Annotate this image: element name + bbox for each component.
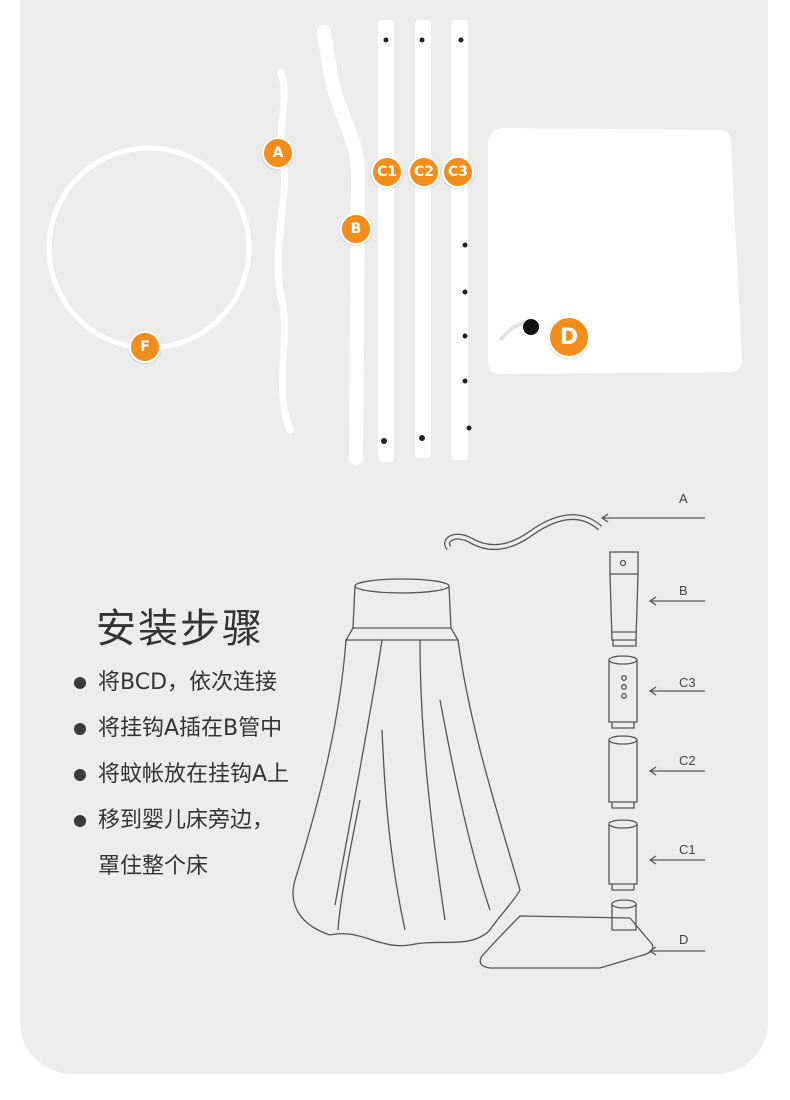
instruction-steps: 将BCD，依次连接 将挂钩A插在B管中 将蚊帐放在挂钩A上 移到婴儿床旁边， 罩…	[74, 660, 289, 890]
pole-part-c3	[451, 20, 472, 460]
badge-c2: C2	[408, 156, 440, 188]
instructions-title: 安装步骤	[96, 606, 264, 652]
pole-part-c2	[415, 20, 431, 458]
bullet-icon	[74, 723, 86, 735]
bullet-icon	[74, 815, 86, 827]
step-item: 将BCD，依次连接	[74, 660, 289, 706]
diagram-label-d: D	[679, 932, 689, 947]
mosquito-net-drawing	[292, 578, 521, 947]
step-item: 移到婴儿床旁边，	[74, 798, 289, 844]
step-item: 将蚊帐放在挂钩A上	[74, 752, 289, 798]
diagram-hook-a	[444, 514, 603, 551]
curved-pole-part-b	[317, 25, 366, 465]
diagram-tube-c1	[608, 819, 638, 891]
step-continuation: 罩住整个床	[74, 844, 289, 890]
step-text: 将BCD，依次连接	[98, 670, 278, 695]
diagram-arrows	[600, 513, 705, 956]
step-text: 将蚊帐放在挂钩A上	[98, 762, 290, 787]
badge-d: D	[548, 316, 590, 358]
diagram-label-a: A	[679, 491, 688, 506]
step-text: 罩住整个床	[98, 854, 209, 879]
hook-part-a	[274, 68, 294, 434]
diagram-label-c3: C3	[679, 675, 696, 690]
diagram-label-c2: C2	[679, 753, 696, 768]
pole-part-c1	[378, 20, 394, 462]
base-plate-part-d	[488, 128, 742, 374]
bullet-icon	[74, 769, 86, 781]
diagram-label-c1: C1	[679, 842, 696, 857]
diagram-label-b: B	[679, 583, 688, 598]
badge-c1: C1	[371, 156, 403, 188]
diagram-tube-b	[609, 551, 639, 647]
badge-a: A	[262, 137, 294, 169]
step-item: 将挂钩A插在B管中	[74, 706, 289, 752]
badge-c3: C3	[442, 156, 474, 188]
diagram-tube-c2	[608, 735, 638, 809]
diagram-tube-c3	[608, 655, 638, 729]
diagram-base-d	[479, 899, 654, 969]
bullet-icon	[74, 677, 86, 689]
base-socket	[523, 319, 539, 335]
badge-f: F	[129, 331, 161, 363]
badge-b: B	[340, 213, 372, 245]
step-text: 将挂钩A插在B管中	[98, 716, 283, 741]
step-text: 移到婴儿床旁边，	[98, 808, 275, 833]
